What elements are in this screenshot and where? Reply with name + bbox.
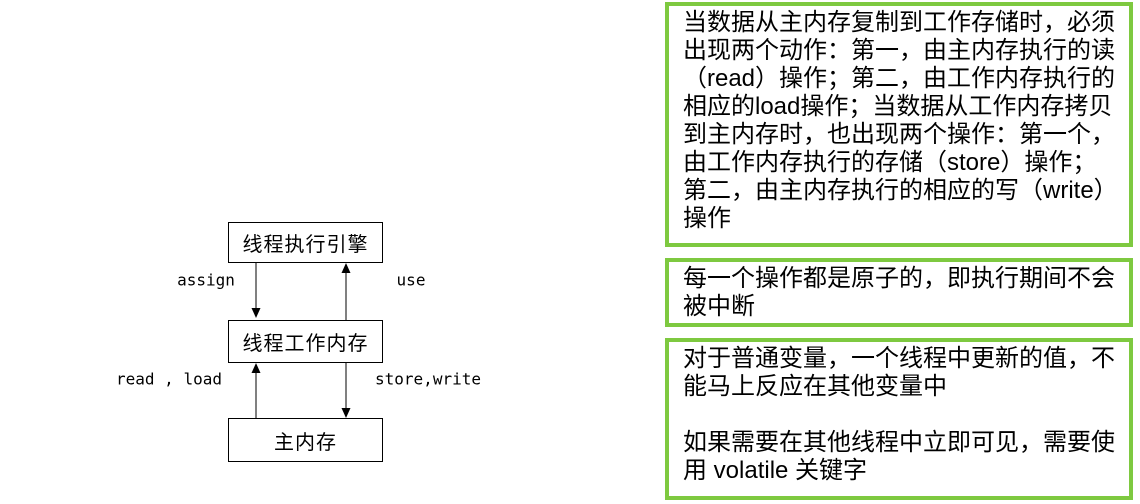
use-arrow (341, 263, 351, 320)
note-volatile-paragraph-1: 对于普通变量，一个线程中更新的值，不能马上反应在其他变量中 (683, 345, 1115, 400)
note-copy-operations: 当数据从主内存复制到工作存储时，必须出现两个动作：第一，由主内存执行的读（rea… (665, 2, 1133, 247)
arrow-label-read-load: read , load (116, 369, 222, 389)
arrow-label-assign: assign (177, 270, 235, 290)
note-volatile-paragraph-2: 如果需要在其他线程中立即可见，需要使用 volatile 关键字 (683, 429, 1115, 484)
notes-panel: 当数据从主内存复制到工作存储时，必须出现两个动作：第一，由主内存执行的读（rea… (665, 2, 1133, 500)
arrow-label-store-write: store,write (375, 369, 481, 389)
box-label-thread-working-memory: 线程工作内存 (242, 333, 369, 355)
assign-arrow (251, 263, 261, 318)
diagram-box-thread-working-memory: 线程工作内存 (228, 320, 383, 363)
diagram-box-thread-execution-engine: 线程执行引擎 (228, 222, 383, 263)
diagram-box-main-memory: 主内存 (228, 418, 383, 462)
note-atomic-operations-text: 每一个操作都是原子的，即执行期间不会被中断 (683, 265, 1115, 320)
note-copy-operations-text: 当数据从主内存复制到工作存储时，必须出现两个动作：第一，由主内存执行的读（rea… (683, 9, 1118, 232)
box-label-main-memory: 主内存 (274, 431, 337, 454)
box-label-thread-execution-engine: 线程执行引擎 (242, 234, 369, 256)
note-atomic-operations: 每一个操作都是原子的，即执行期间不会被中断 (665, 258, 1133, 327)
store-write-arrow (341, 363, 351, 418)
read-load-arrow (251, 363, 261, 418)
note-volatile-visibility: 对于普通变量，一个线程中更新的值，不能马上反应在其他变量中 如果需要在其他线程中… (665, 338, 1133, 500)
arrow-label-use: use (396, 270, 426, 290)
